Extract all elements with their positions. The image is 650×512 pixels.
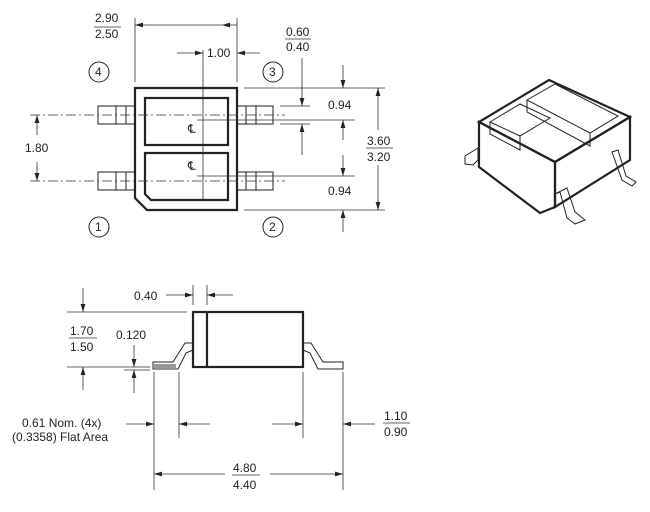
dim-lead-length-min: 0.90 (384, 425, 408, 439)
side-lead-left (152, 342, 194, 370)
side-body (191, 310, 305, 369)
isometric-view (464, 78, 637, 225)
dim-overall-width-max: 3.60 (367, 134, 391, 148)
side-lead-right (302, 342, 344, 370)
dim-lead-length-max: 1.10 (384, 409, 408, 423)
dim-lead-spacing: 1.80 (25, 141, 49, 155)
dim-overall-width-min: 3.20 (367, 150, 391, 164)
dim-standoff: 0.120 (116, 328, 146, 342)
dim-band-width: 0.40 (134, 289, 158, 303)
pin-label-2: 2 (262, 216, 284, 238)
pin-label-4: 4 (88, 61, 110, 83)
window-lower (143, 151, 230, 202)
centerline-symbol-upper: ℄ (187, 122, 196, 136)
dim-height-max: 1.70 (70, 324, 94, 338)
dim-height-min: 1.50 (70, 340, 94, 354)
dim-pitch-lower: 0.94 (328, 184, 352, 198)
flat-area-note-line2: (0.3358) Flat Area (12, 430, 108, 444)
dim-overall-length-min: 4.40 (233, 478, 257, 492)
dim-body-length-max: 2.90 (95, 11, 119, 25)
window-upper (143, 96, 230, 147)
dim-lead-offset: 1.00 (207, 46, 231, 60)
pin-label-3: 3 (262, 61, 284, 83)
dim-pitch-upper: 0.94 (328, 98, 352, 112)
top-view: ℄ ℄ 2.90 2.50 1.00 4 3 1 2 0.60 0.40 (25, 11, 393, 238)
dim-body-length-min: 2.50 (95, 27, 119, 41)
side-view: 0.40 1.70 1.50 0.120 0.61 Nom. (4x) (0.3… (12, 285, 410, 492)
body-outline (133, 86, 239, 212)
dim-lead-width-max: 0.60 (286, 25, 310, 39)
centerline-symbol-lower: ℄ (187, 159, 196, 173)
svg-text:3: 3 (269, 65, 276, 79)
flat-area-note-line1: 0.61 Nom. (4x) (22, 416, 101, 430)
dim-lead-width-min: 0.40 (286, 40, 310, 54)
dim-overall-length-max: 4.80 (233, 461, 257, 475)
pin-label-1: 1 (88, 216, 110, 238)
svg-text:1: 1 (95, 220, 102, 234)
svg-text:4: 4 (95, 65, 102, 79)
svg-text:2: 2 (269, 220, 276, 234)
